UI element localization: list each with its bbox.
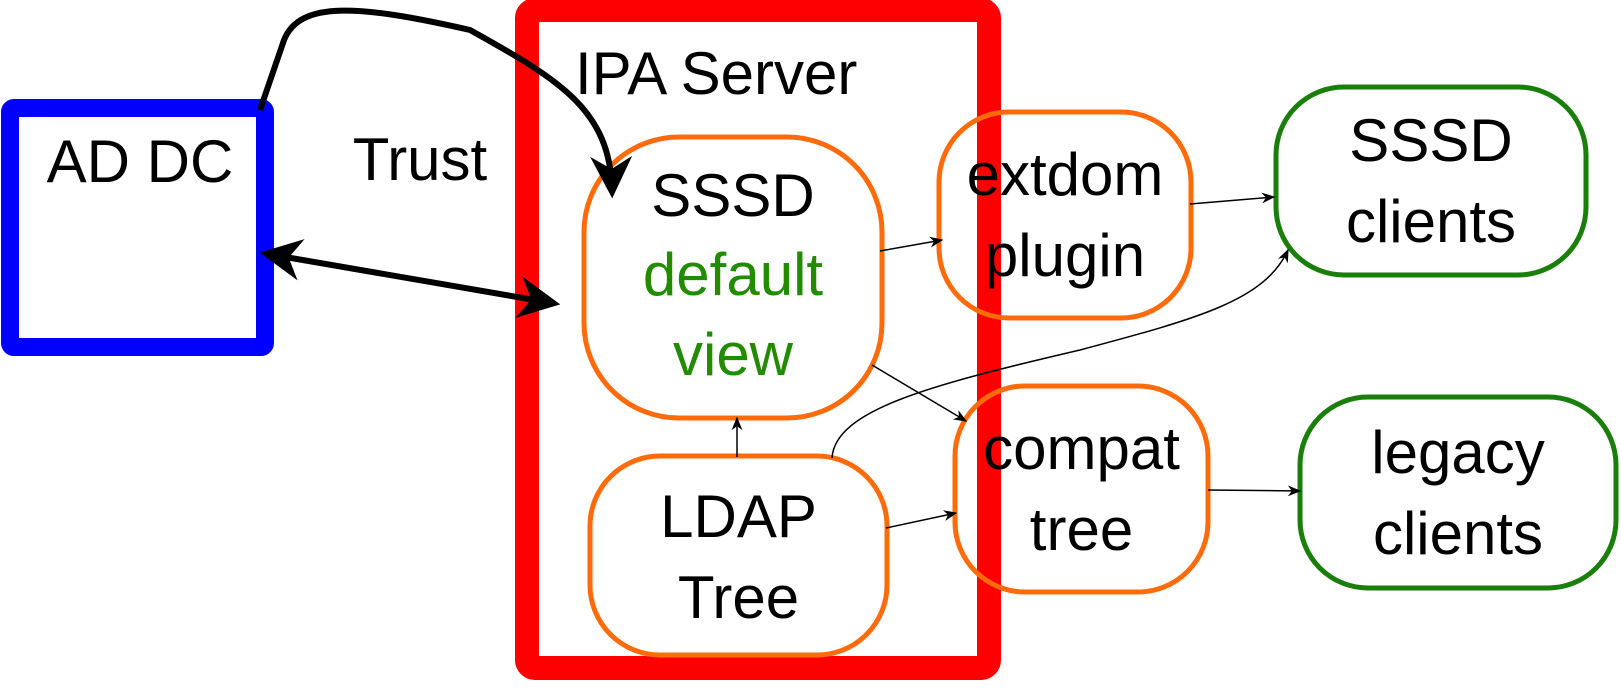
trust-label-box: Trust xyxy=(330,120,510,200)
edge-extdom-to-sssd-clients xyxy=(1189,192,1276,205)
extdom-line2: plugin xyxy=(984,222,1146,289)
compat-tree-line2: tree xyxy=(1029,496,1134,563)
ad-dc-frame xyxy=(1,99,274,356)
ad-dc-label: AD DC xyxy=(46,128,234,195)
sssd-default-view-node: SSSD default view xyxy=(584,150,882,400)
extdom-plugin-frame xyxy=(936,109,1194,321)
ad-dc-node: AD DC xyxy=(20,122,260,202)
sssd-default-line2: default xyxy=(642,241,824,309)
ipa-server-node: IPA Server xyxy=(575,38,905,118)
sssd-clients-node: SSSD clients xyxy=(1276,87,1586,275)
sssd-clients-line1: SSSD xyxy=(1349,107,1513,174)
edge-sssd-default-to-extdom xyxy=(879,236,944,252)
trust-label: Trust xyxy=(352,126,488,193)
ldap-tree-frame xyxy=(587,453,890,658)
extdom-plugin-node: extdom plugin xyxy=(939,112,1191,318)
ipa-server-frame xyxy=(515,0,1001,680)
edge-ldap-to-sssd-clients xyxy=(831,248,1289,459)
ldap-tree-node: LDAP Tree xyxy=(590,462,887,652)
ldap-tree-line2: Tree xyxy=(677,564,800,631)
edge-ldap-to-compat xyxy=(885,510,958,529)
edge-ad-dc-to-sssd-default xyxy=(257,7,633,199)
compat-tree-line1: compat xyxy=(983,415,1180,482)
compat-tree-node: compat tree xyxy=(955,386,1208,592)
extdom-line1: extdom xyxy=(966,141,1164,208)
legacy-clients-node: legacy clients xyxy=(1300,397,1616,588)
legacy-clients-line2: clients xyxy=(1372,499,1544,567)
sssd-clients-frame xyxy=(1273,84,1589,278)
compat-tree-frame xyxy=(952,383,1211,595)
sssd-default-line1: SSSD xyxy=(651,162,815,230)
edge-compat-to-legacy xyxy=(1207,485,1302,497)
edge-ad-dc-ipa-trust xyxy=(259,239,561,318)
sssd-default-line3: view xyxy=(672,320,794,388)
ldap-tree-line1: LDAP xyxy=(660,483,817,550)
ipa-server-label: IPA Server xyxy=(575,40,858,107)
sssd-clients-line2: clients xyxy=(1345,188,1517,255)
legacy-clients-line1: legacy xyxy=(1371,418,1545,486)
